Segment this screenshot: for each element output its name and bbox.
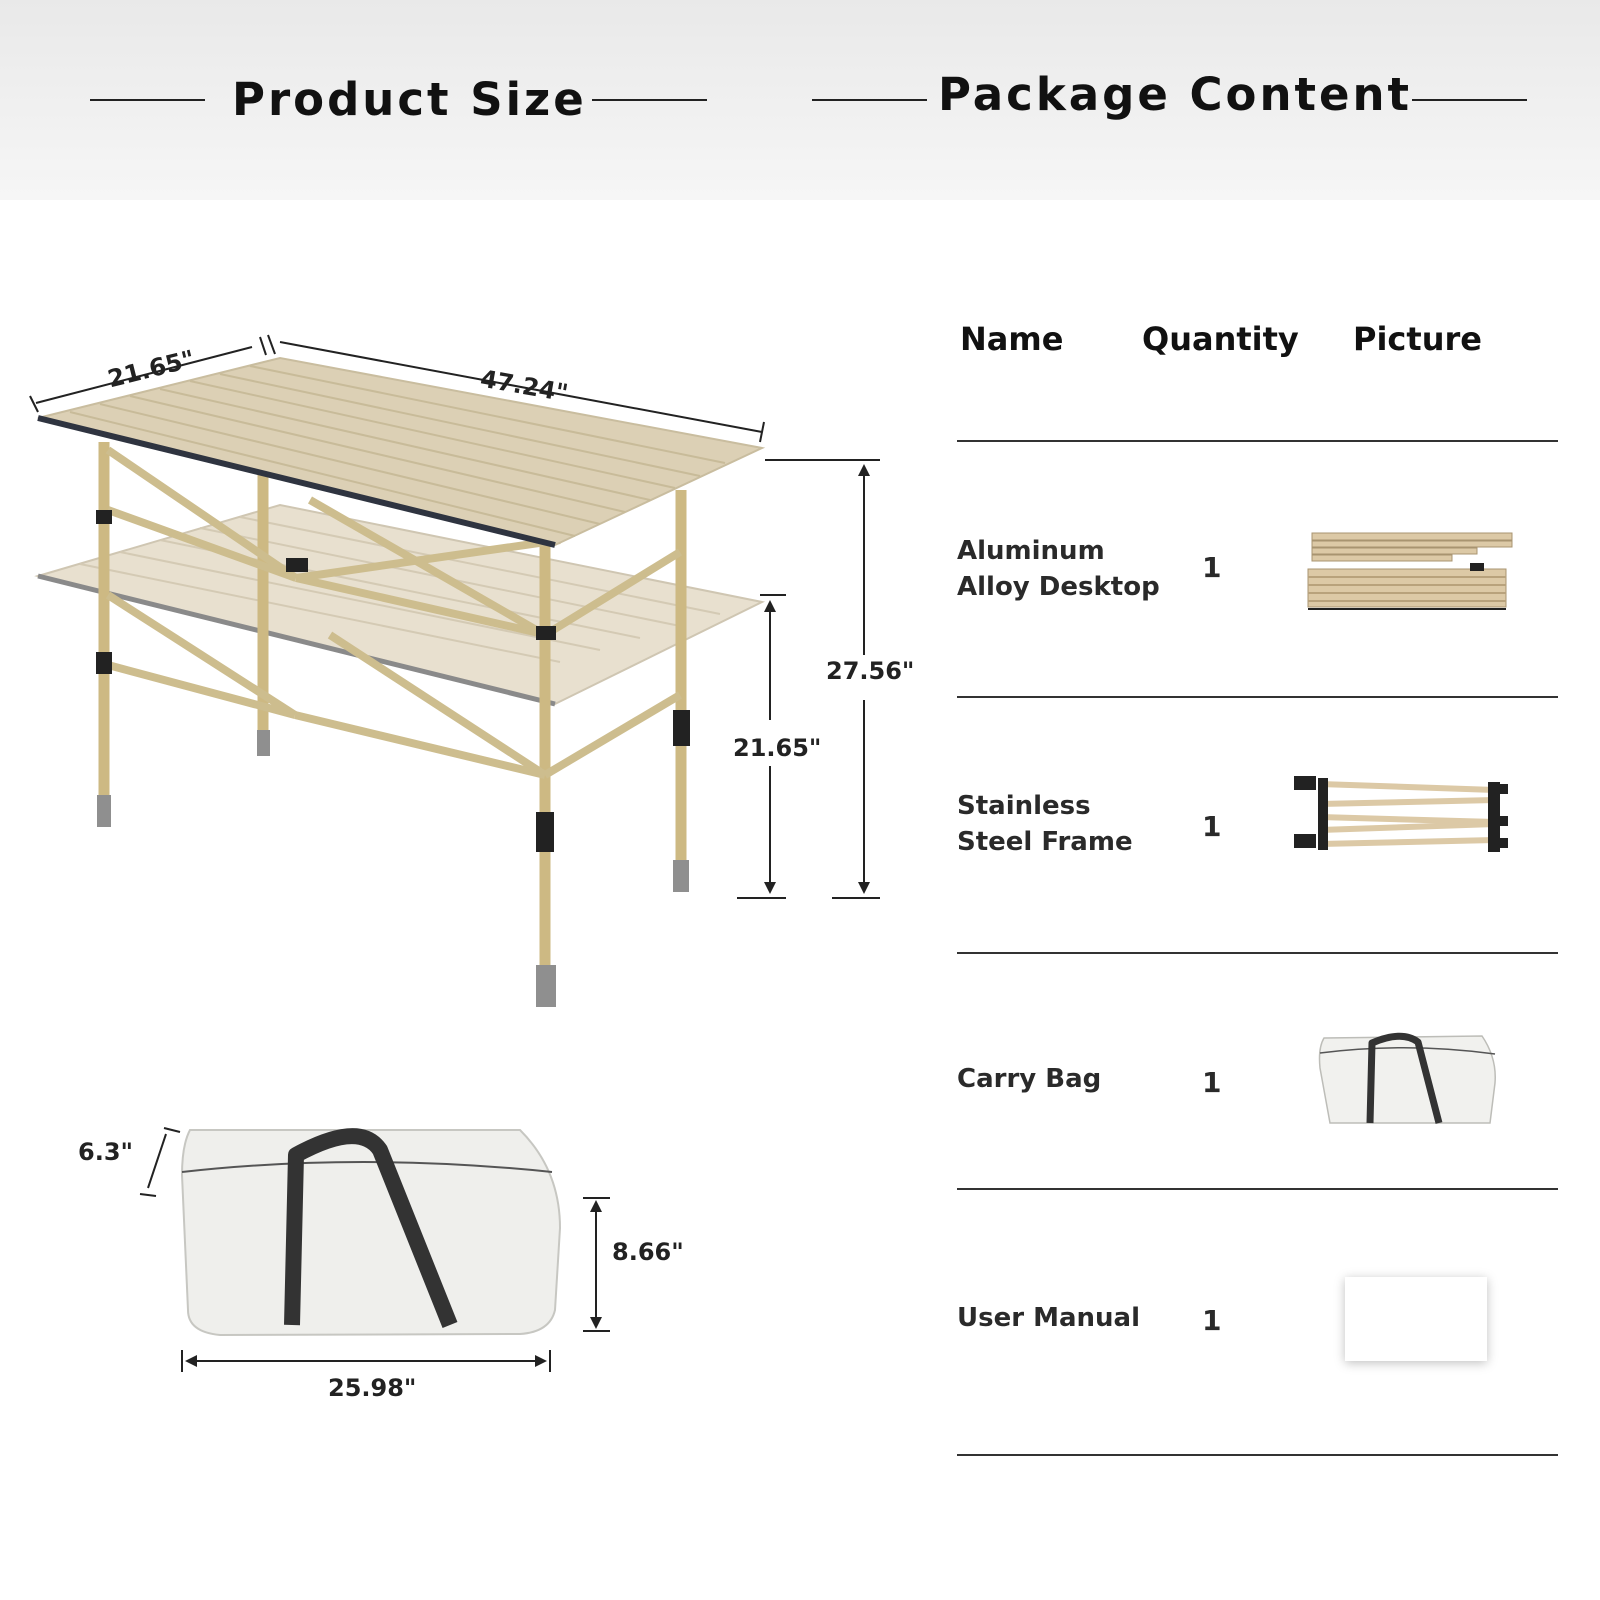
row-divider [957, 952, 1558, 954]
row-name: User Manual [957, 1300, 1140, 1336]
bag-height-label: 8.66" [612, 1238, 684, 1266]
title-rule-left [812, 99, 927, 101]
row-divider [957, 1188, 1558, 1190]
title-rule-left [90, 99, 205, 101]
table-height-max-label: 27.56" [826, 657, 915, 685]
table-height-min-label: 21.65" [733, 734, 822, 762]
row-quantity: 1 [1202, 1304, 1222, 1337]
bag-depth-label: 6.3" [78, 1138, 134, 1166]
row-name-line: Aluminum [957, 536, 1105, 566]
row-name-line: User Manual [957, 1303, 1140, 1333]
title-rule-right [592, 99, 707, 101]
table-illustration [29, 334, 880, 1007]
row-quantity: 1 [1202, 810, 1222, 843]
column-header-quantity: Quantity [1142, 320, 1299, 358]
row-name: Carry Bag [957, 1061, 1101, 1097]
folded-frame-picture [1294, 776, 1508, 852]
row-divider [957, 696, 1558, 698]
column-header-name: Name [960, 320, 1064, 358]
row-name: Aluminum Alloy Desktop [957, 533, 1160, 605]
row-name-line: Alloy Desktop [957, 572, 1160, 602]
row-quantity: 1 [1202, 551, 1222, 584]
column-header-picture: Picture [1353, 320, 1482, 358]
title-rule-right [1412, 99, 1527, 101]
row-divider [957, 1454, 1558, 1456]
user-manual-picture [1345, 1277, 1487, 1361]
row-name-line: Steel Frame [957, 827, 1133, 857]
bag-length-label: 25.98" [328, 1374, 417, 1402]
row-divider [957, 440, 1558, 442]
product-size-title: Product Size [232, 73, 587, 126]
carry-bag-picture [1318, 1032, 1496, 1124]
package-content-title: Package Content [938, 68, 1413, 121]
carry-bag-illustration [139, 1127, 610, 1372]
row-name-line: Carry Bag [957, 1064, 1102, 1094]
folded-desktop-picture [1307, 532, 1513, 610]
row-name: Stainless Steel Frame [957, 788, 1133, 860]
row-name-line: Stainless [957, 791, 1091, 821]
row-quantity: 1 [1202, 1066, 1222, 1099]
header-band [0, 0, 1600, 200]
